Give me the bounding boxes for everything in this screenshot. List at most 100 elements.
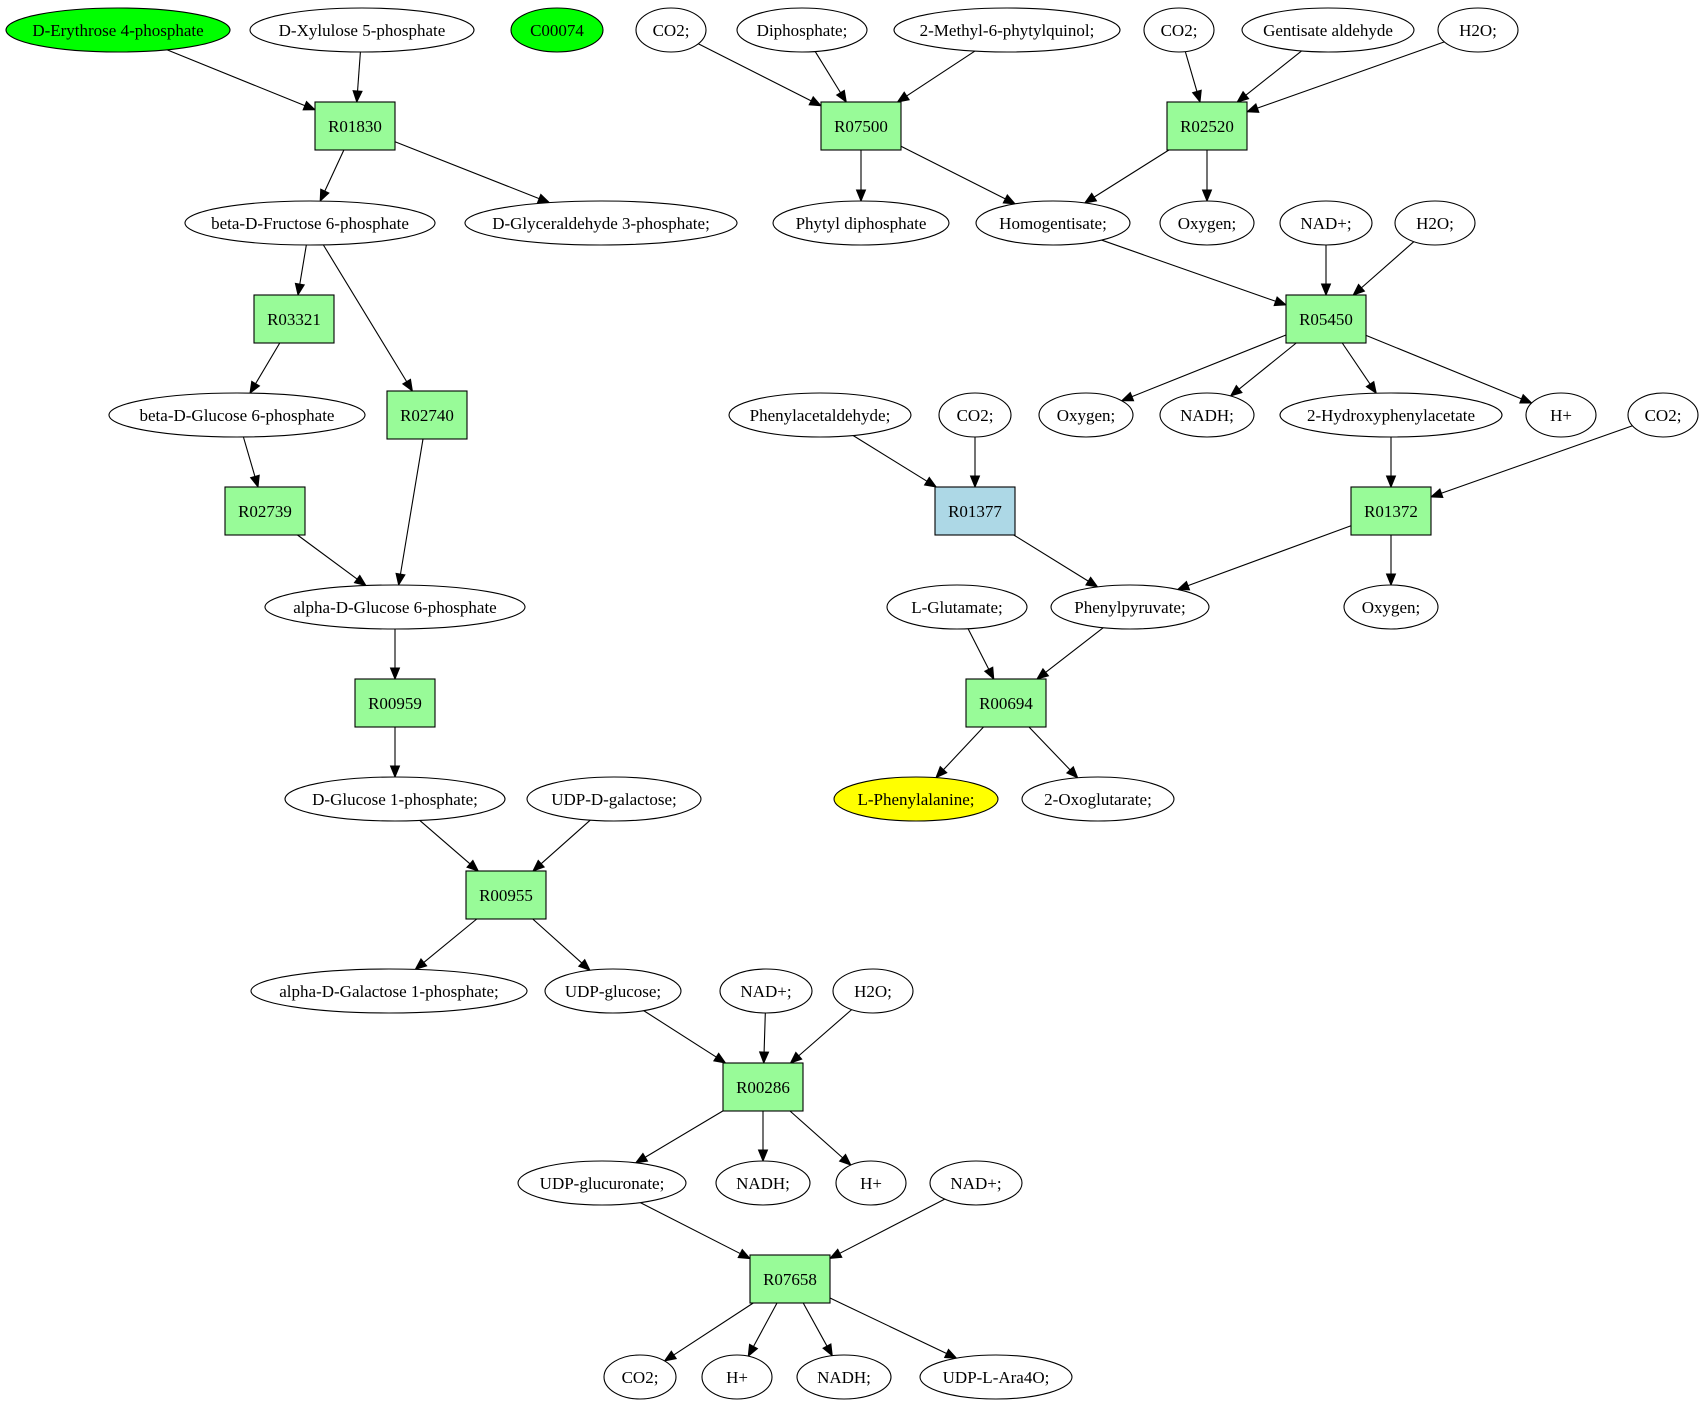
reaction-node-r00959[interactable]: R00959 [354, 678, 436, 728]
arrowhead-icon [1365, 380, 1377, 395]
reaction-node-r02739[interactable]: R02739 [224, 486, 306, 536]
compound-ellipse [975, 200, 1131, 246]
compound-node[interactable]: CO2; [635, 7, 707, 53]
compound-node[interactable]: alpha-D-Glucose 6-phosphate [264, 584, 526, 630]
compound-node[interactable]: Phenylpyruvate; [1050, 584, 1210, 630]
compound-node[interactable]: H2O; [1394, 200, 1476, 246]
compound-node[interactable]: Oxygen; [1038, 392, 1134, 438]
compound-node[interactable]: H+ [1525, 392, 1597, 438]
arrowhead-icon [389, 765, 401, 779]
compound-label: D-Erythrose 4-phosphate [32, 21, 203, 40]
compound-node[interactable]: NAD+; [719, 968, 813, 1014]
arrowhead-icon [1035, 667, 1050, 680]
compound-node[interactable]: 2-Hydroxyphenylacetate [1279, 392, 1503, 438]
compound-node[interactable]: NAD+; [929, 1160, 1023, 1206]
reaction-node-r07500[interactable]: R07500 [820, 101, 902, 151]
compound-node[interactable]: NAD+; [1279, 200, 1373, 246]
compound-node[interactable]: beta-D-Fructose 6-phosphate [184, 200, 436, 246]
reaction-node-r03321[interactable]: R03321 [253, 294, 335, 344]
compound-ellipse [832, 968, 914, 1014]
arrowhead-icon [302, 100, 317, 111]
compound-node[interactable]: Diphosphate; [736, 7, 868, 53]
compound-node[interactable]: Oxygen; [1159, 200, 1255, 246]
compound-label: UDP-glucose; [565, 982, 661, 1001]
compound-node[interactable]: CO2; [1627, 392, 1699, 438]
compound-node[interactable]: 2-Oxoglutarate; [1021, 776, 1175, 822]
reaction-node-r01372[interactable]: R01372 [1350, 486, 1432, 536]
compound-ellipse [1050, 584, 1210, 630]
compound-label: CO2; [653, 21, 690, 40]
reaction-node-r01830[interactable]: R01830 [314, 101, 396, 151]
compound-label: Oxygen; [1178, 214, 1237, 233]
reaction-label: R05450 [1299, 310, 1353, 329]
edge-c_h2o_a-to-R02520 [1245, 41, 1445, 113]
compound-node[interactable]: UDP-D-galactose; [526, 776, 702, 822]
compound-label: H2O; [1416, 214, 1454, 233]
reaction-node-r07658[interactable]: R07658 [749, 1254, 831, 1304]
arrowhead-icon [536, 193, 551, 204]
compound-ellipse [517, 1160, 687, 1206]
compound-node[interactable]: Oxygen; [1343, 584, 1439, 630]
compound-node[interactable]: Homogentisate; [975, 200, 1131, 246]
reaction-node-r00955[interactable]: R00955 [465, 870, 547, 920]
reaction-node-r05450[interactable]: R05450 [1285, 294, 1367, 344]
edge-R00286-to-c_udpgca [634, 1110, 724, 1164]
compound-node[interactable]: Phenylacetaldehyde; [728, 392, 912, 438]
compound-node[interactable]: H+ [835, 1160, 907, 1206]
edge-R02739-to-c_ag6p [297, 534, 368, 587]
compound-node[interactable]: D-Glucose 1-phosphate; [284, 776, 506, 822]
compound-node[interactable]: 2-Methyl-6-phytylquinol; [893, 7, 1121, 53]
compound-label: 2-Oxoglutarate; [1044, 790, 1152, 809]
compound-node[interactable]: C00074 [510, 7, 604, 53]
arrowhead-icon [389, 667, 401, 681]
reaction-box [934, 486, 1016, 536]
arrowhead-icon [414, 958, 428, 971]
arrowhead-icon [634, 1152, 649, 1164]
reaction-node-r01377[interactable]: R01377 [934, 486, 1016, 536]
compound-node[interactable]: CO2; [1143, 7, 1215, 53]
edge-R00286-to-c_nadh_b [757, 1111, 769, 1163]
compound-node[interactable]: NADH; [715, 1160, 811, 1206]
reaction-node-r02520[interactable]: R02520 [1166, 101, 1248, 151]
compound-ellipse [1525, 392, 1597, 438]
edge-c_gald-to-R02520 [1236, 50, 1302, 103]
compound-node[interactable]: UDP-glucose; [544, 968, 682, 1014]
compound-node[interactable]: beta-D-Glucose 6-phosphate [108, 392, 366, 438]
compound-label: H+ [860, 1174, 882, 1193]
compound-node[interactable]: UDP-L-Ara4O; [919, 1354, 1073, 1400]
compound-node[interactable]: L-Phenylalanine; [833, 776, 999, 822]
compound-node[interactable]: CO2; [938, 392, 1012, 438]
compound-label: Oxygen; [1362, 598, 1421, 617]
compound-node[interactable]: D-Xylulose 5-phosphate [249, 7, 475, 53]
compound-node[interactable]: CO2; [603, 1354, 677, 1400]
compound-ellipse [835, 1160, 907, 1206]
edge-R02520-to-c_hgen [1083, 149, 1170, 204]
edge-c_udpgca-to-R07658 [640, 1202, 752, 1260]
compound-node[interactable]: Phytyl diphosphate [772, 200, 950, 246]
reaction-node-r00694[interactable]: R00694 [965, 678, 1047, 728]
compound-node[interactable]: D-Erythrose 4-phosphate [5, 7, 231, 53]
reaction-node-r00286[interactable]: R00286 [722, 1062, 804, 1112]
arrowhead-icon [532, 859, 546, 872]
edge-c_g1p-to-R00955 [419, 820, 480, 872]
compound-node[interactable]: UDP-glucuronate; [517, 1160, 687, 1206]
reaction-node-r02740[interactable]: R02740 [386, 390, 468, 440]
compound-label: alpha-D-Galactose 1-phosphate; [279, 982, 499, 1001]
compound-node[interactable]: H+ [701, 1354, 773, 1400]
compound-node[interactable]: alpha-D-Galactose 1-phosphate; [250, 968, 528, 1014]
edge-c_hpa-to-R01372 [1385, 437, 1397, 489]
compound-node[interactable]: NADH; [1159, 392, 1255, 438]
compound-node[interactable]: L-Glutamate; [886, 584, 1028, 630]
reaction-label: R03321 [267, 310, 321, 329]
compound-node[interactable]: NADH; [796, 1354, 892, 1400]
compound-node[interactable]: H2O; [832, 968, 914, 1014]
compound-label: D-Glyceraldehyde 3-phosphate; [492, 214, 710, 233]
compound-node[interactable]: H2O; [1437, 7, 1519, 53]
compound-node[interactable]: Gentisate aldehyde [1241, 7, 1415, 53]
compound-node[interactable]: D-Glyceraldehyde 3-phosphate; [464, 200, 738, 246]
reaction-label: R02520 [1180, 117, 1234, 136]
compound-ellipse [1159, 200, 1255, 246]
reaction-box [722, 1062, 804, 1112]
edge-R00959-to-c_g1p [389, 727, 401, 779]
